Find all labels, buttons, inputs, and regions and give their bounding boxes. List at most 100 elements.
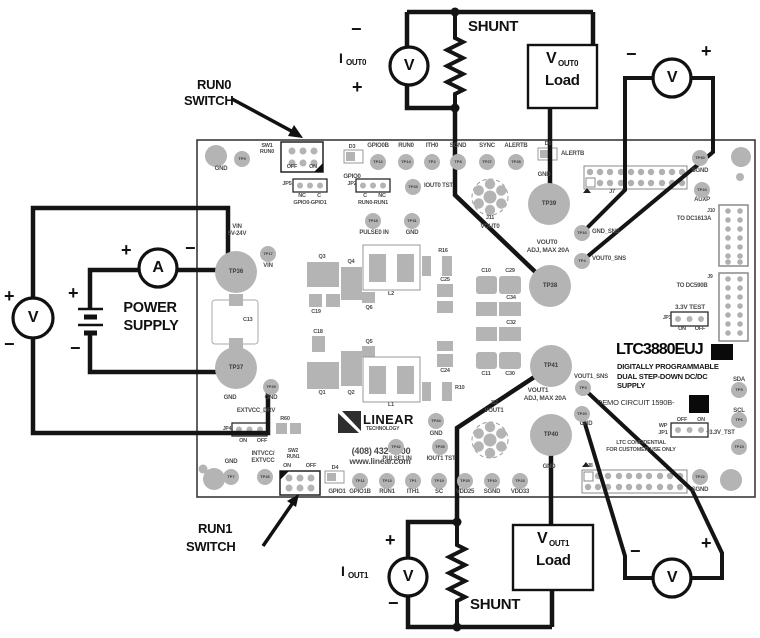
connector-j9 <box>718 272 749 342</box>
testpoint-tp9: TP9 <box>234 151 250 167</box>
part-desc-2: DUAL STEP-DOWN DC/DC <box>617 371 708 381</box>
testpoint-tp40: TP40 <box>530 414 572 456</box>
meter-letter-v-left: V <box>27 309 39 326</box>
tp22-sgnd: SGND <box>691 487 709 493</box>
connector-j10 <box>718 204 749 267</box>
tp2-ith0: ITH0 <box>425 143 439 149</box>
testpoint-tp19: TP19 <box>431 473 447 489</box>
iout0-voltmeter-icon <box>388 45 430 87</box>
q5-label: Q5 <box>365 339 373 345</box>
meter-letter-v-top: V <box>403 57 415 74</box>
vin-line2: 5V-24V <box>227 231 247 237</box>
tp12-gpio0b: GPIO0B <box>367 143 389 149</box>
q4-label: Q4 <box>347 259 355 265</box>
testpoint-tp2: TP2 <box>424 154 440 170</box>
wire-tp41-to-shunt1 <box>454 364 553 522</box>
r16-label: R16 <box>438 248 448 254</box>
iout0-meter-plus: + <box>352 77 363 97</box>
c25-label: C25 <box>440 277 450 283</box>
testpoint-tp34: TP34 <box>428 413 444 429</box>
testpoint-tp24: TP24 <box>694 182 710 198</box>
jp5-c: C <box>317 193 321 199</box>
testpoint-tp14: TP14 <box>398 154 414 170</box>
run1-switch-line2: SWITCH <box>186 539 236 554</box>
battery-plus: + <box>68 283 79 303</box>
shunt-resistor-bottom <box>444 522 470 627</box>
switch-sw2-run1 <box>279 470 321 496</box>
q6-label: Q6 <box>365 305 373 311</box>
testpoint-tp17: TP17 <box>260 246 276 262</box>
power-components <box>211 244 521 434</box>
tp1-ith1: ITH1 <box>406 489 420 495</box>
testpoint-tp41: TP41 <box>530 345 572 387</box>
sw2-off: OFF <box>305 463 317 469</box>
power-supply-line2: SUPPLY <box>123 318 179 334</box>
sw1-label2: RUN0 <box>259 149 275 155</box>
meters <box>11 45 693 599</box>
jumper-pins <box>236 182 704 433</box>
vtr-minus: − <box>626 44 637 64</box>
switch-sw1-run0 <box>280 141 324 173</box>
c30-label: C30 <box>505 371 515 377</box>
testpoint-tp22: TP22 <box>692 469 708 485</box>
fet-q6 <box>362 292 375 303</box>
vout1-adj-line2: ADJ, MAX 20A <box>523 395 567 402</box>
testpoint-tp18: TP18 <box>365 213 381 229</box>
iout1-meter-plus: + <box>385 530 396 550</box>
tp31-gnd: GND <box>405 230 419 236</box>
run1-switch-line1: RUN1 <box>198 521 233 536</box>
tp29-gnd: GND <box>264 395 278 401</box>
testpoint-tp5: TP5 <box>731 382 747 398</box>
wire-vtr-vout0sns <box>580 76 715 263</box>
ammeter-minus: − <box>185 238 196 258</box>
wire-vtr-gndsns <box>580 76 653 235</box>
testpoint-tp8: TP8 <box>450 154 466 170</box>
j8-label: J8 <box>587 463 593 469</box>
vin-voltmeter-icon <box>11 296 55 340</box>
sw2-on: ON <box>283 463 291 469</box>
part-title: LTC3880EUJ <box>616 341 704 358</box>
meter-letter-v-bottomright: V <box>666 569 678 586</box>
demo-circuit: DEMO CIRCUIT 1590B- <box>597 398 675 407</box>
testpoint-tp23: TP23 <box>512 473 528 489</box>
wires <box>30 9 724 630</box>
vin-line1: VIN <box>232 224 242 230</box>
vout1-adj-line1: VOUT1 <box>527 387 549 394</box>
r10-label: R10 <box>455 385 465 391</box>
testpoint-tp32: TP32 <box>388 439 404 455</box>
tp40-gnd: GND <box>542 464 556 470</box>
testpoint-tp3: TP3 <box>575 380 591 396</box>
testpoint-tp4: TP4 <box>574 253 590 269</box>
shunt-resistor-top <box>442 12 468 108</box>
run0-switch-line2: SWITCH <box>184 93 234 108</box>
testpoint-tp1: TP1 <box>405 473 421 489</box>
j10-caption: TO DC1613A <box>676 216 712 222</box>
j11-label: J11 <box>485 215 495 221</box>
logo-linear: LINEAR <box>363 412 414 427</box>
tp25-vdd25: VDD25 <box>455 489 475 495</box>
c18-label: C18 <box>313 329 323 335</box>
tp14-run0: RUN0 <box>398 143 414 149</box>
demo-rev-block <box>689 395 709 413</box>
tp39-gnd: GND <box>537 172 551 178</box>
iout0-label-sub: OUT0 <box>346 58 367 67</box>
vbr-plus: + <box>701 533 712 553</box>
ammeter-icon <box>137 247 179 289</box>
vout1-sns-caption: VOUT1_SNS <box>574 374 608 380</box>
battery-icon <box>78 307 103 336</box>
part-desc-3: SUPPLY <box>617 381 646 390</box>
resistor-r60 <box>276 423 287 434</box>
j11-vout0: VOUT0 <box>480 224 500 230</box>
junction-dots <box>450 7 462 632</box>
c34-label: C34 <box>506 295 516 301</box>
linear-logo-icon <box>338 411 361 433</box>
testpoint-tp20: TP20 <box>574 406 590 422</box>
iout1-label-sub: OUT1 <box>348 571 369 580</box>
part-number-block <box>711 344 733 360</box>
test-33v: 3.3V TEST <box>675 304 705 311</box>
jp3-on: ON <box>678 326 686 332</box>
j12-label: J12 <box>490 400 498 406</box>
tp28-alertb: ALERTB <box>504 143 528 149</box>
jp5-caption: GPIO0-GPIO1 <box>293 200 327 206</box>
